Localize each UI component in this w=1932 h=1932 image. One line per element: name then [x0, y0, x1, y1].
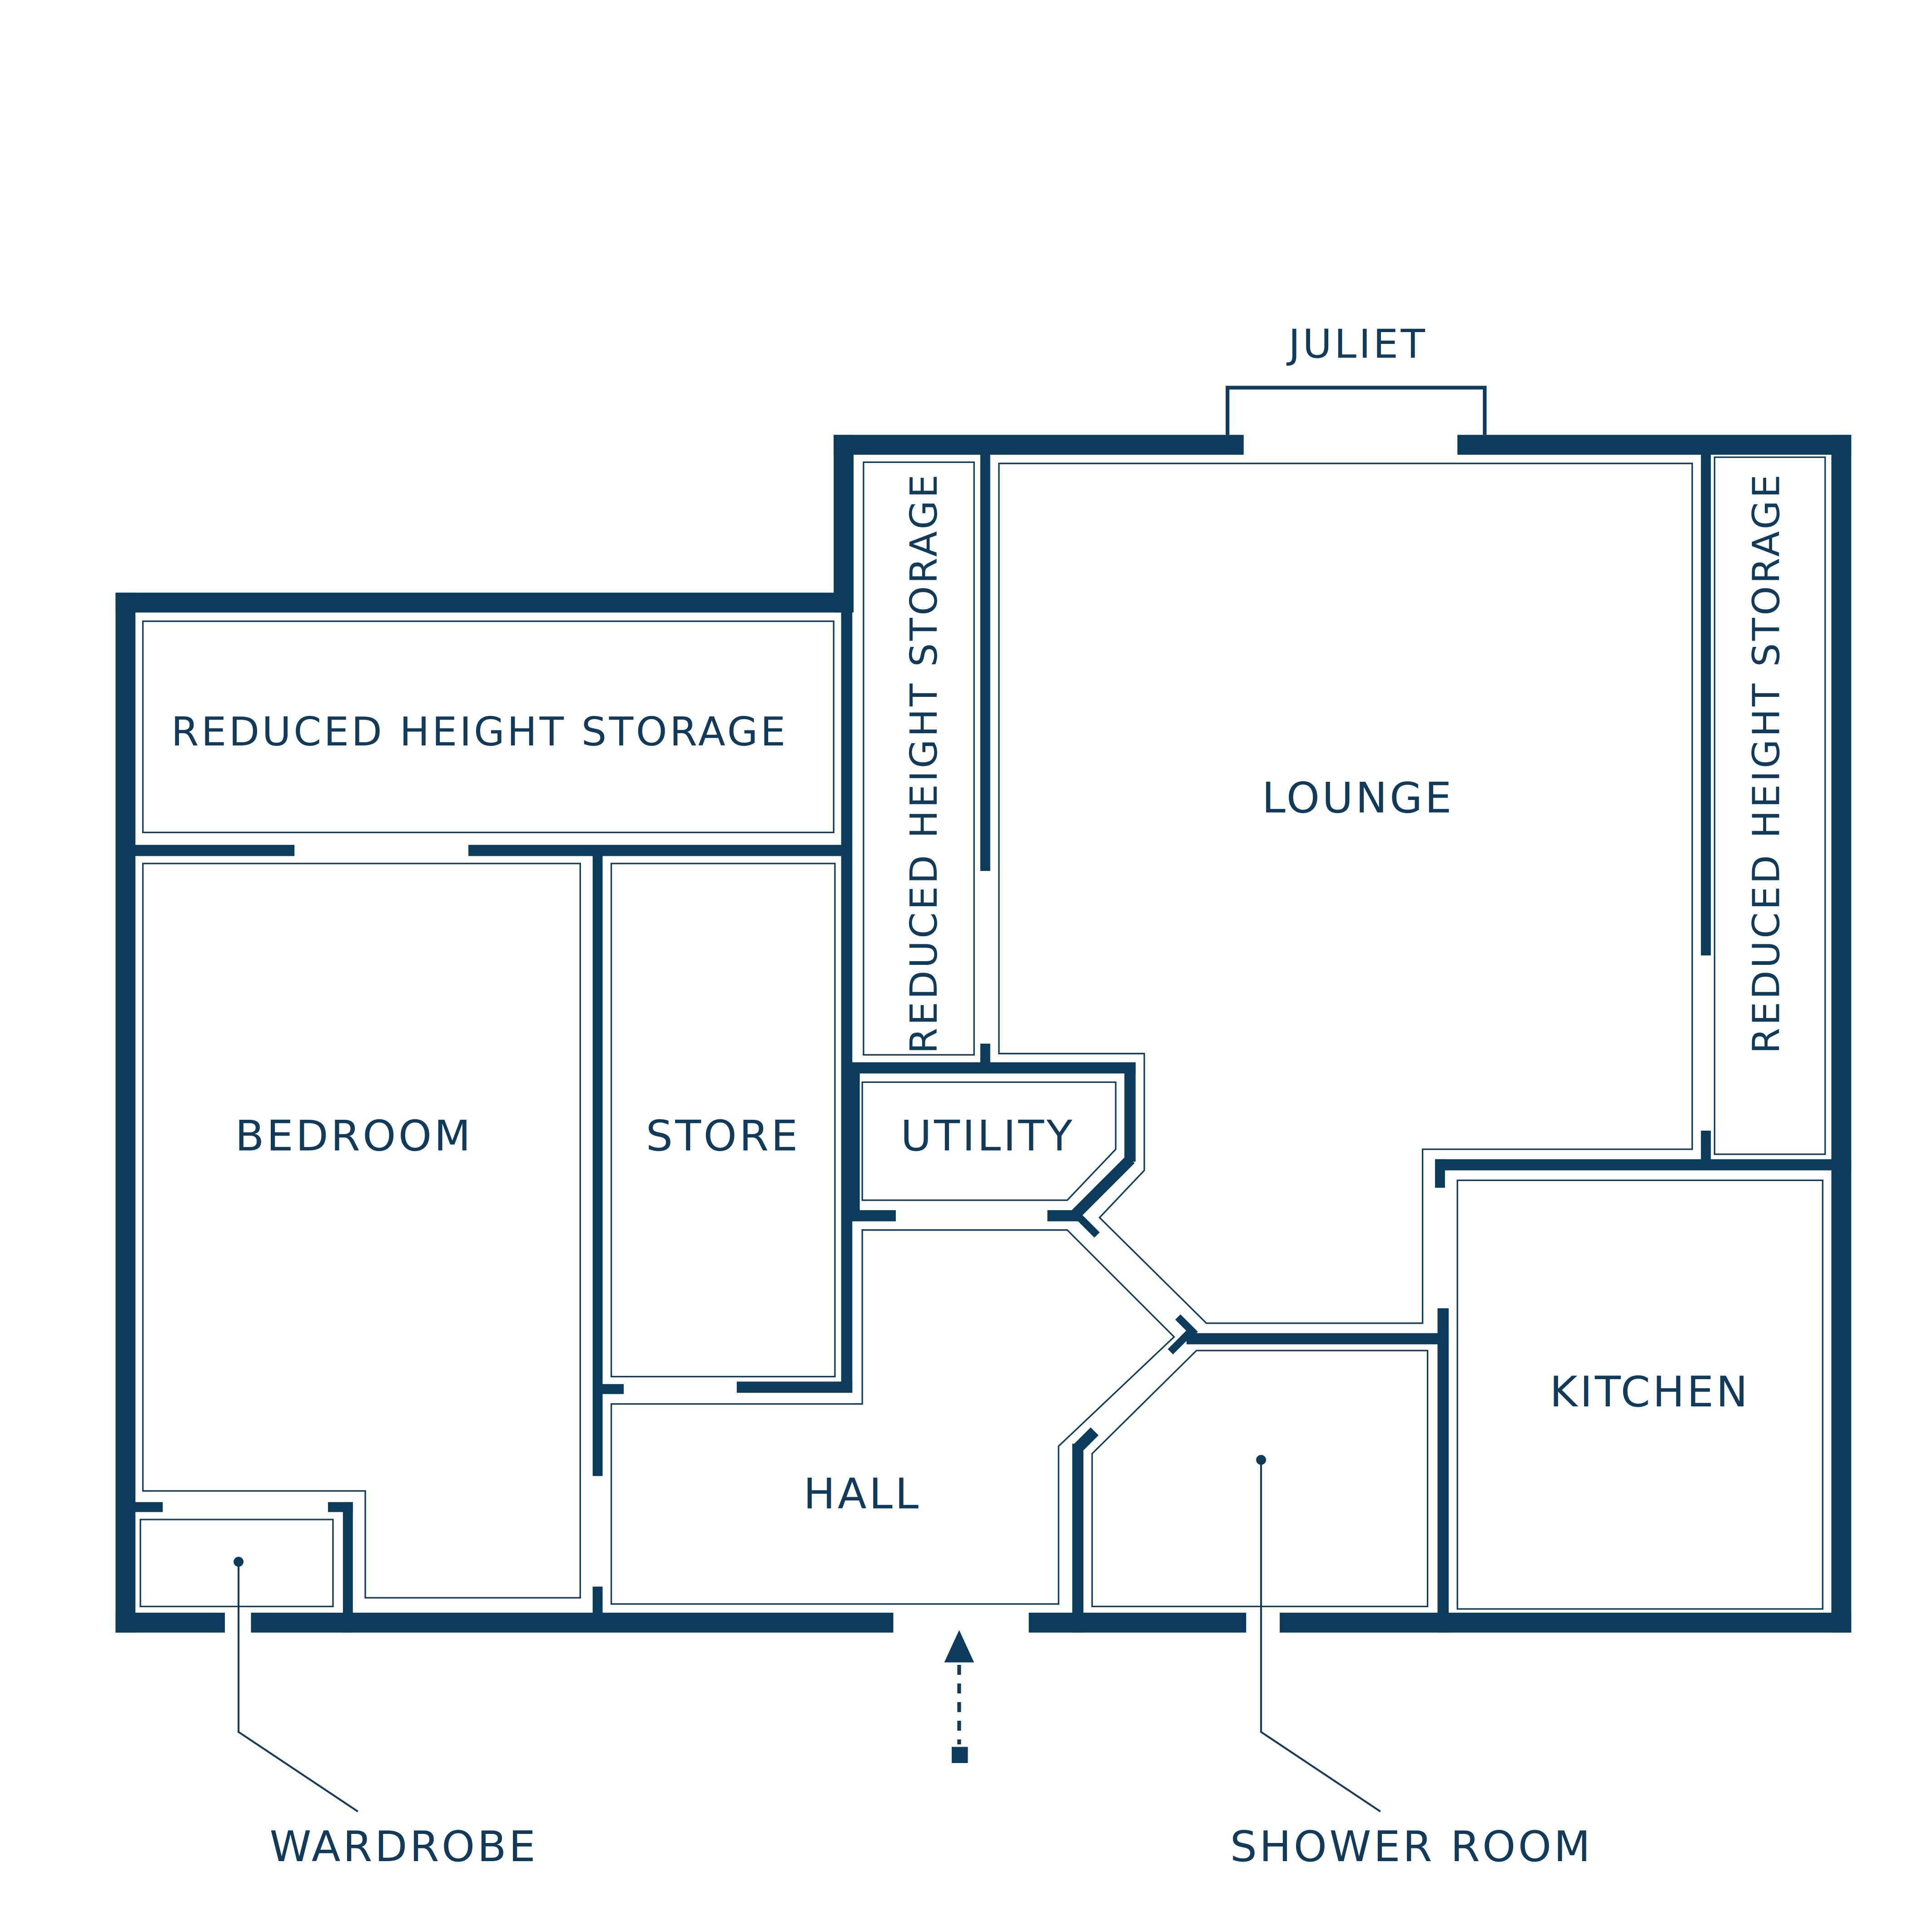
leader-lines: [238, 1460, 1381, 1813]
wall-shower-top: [1186, 1333, 1449, 1345]
storage-right-outline: [1713, 456, 1826, 1155]
label-utility: UTILITY: [901, 1112, 1075, 1161]
wall-utility-bottom-left: [849, 1210, 896, 1222]
wall-lounge-kitchen: [1435, 1159, 1852, 1171]
wall-exterior-top-mid: [834, 435, 1244, 455]
wall-lounge-kitchen-stub: [1435, 1159, 1445, 1188]
wall-storage-lounge-stub: [980, 1043, 990, 1066]
wall-exterior-bottom-1: [115, 1613, 225, 1633]
door-jamb-utility: [1073, 1211, 1100, 1238]
wall-utility-left: [849, 1062, 860, 1222]
wall-shower-kitchen: [1437, 1308, 1449, 1633]
storage-top-outline: [142, 620, 834, 834]
label-kitchen: KITCHEN: [1550, 1367, 1750, 1416]
wall-wardrobe-top-left: [133, 1502, 163, 1512]
storage-mid-outline: [863, 461, 975, 1056]
wall-exterior-right: [1831, 435, 1852, 1633]
wall-utility-bottom-right: [1047, 1210, 1079, 1222]
wardrobe-outline: [139, 1519, 334, 1608]
door-jamb-lounge: [1175, 1314, 1198, 1337]
shower-room-leader: [1260, 1460, 1381, 1813]
label-store: STORE: [646, 1112, 800, 1161]
label-shower-room: SHOWER ROOM: [1230, 1822, 1593, 1871]
wall-exterior-bottom-3: [1028, 1613, 1247, 1633]
wall-exterior-bottom-2: [251, 1613, 894, 1633]
label-storage-right: REDUCED HEIGHT STORAGE: [1745, 472, 1788, 1054]
wall-utility-top: [849, 1062, 1136, 1074]
entrance-arrow-tail: [952, 1747, 968, 1763]
wall-bedroom-store: [592, 851, 603, 1476]
utility-outline: [861, 1081, 1117, 1201]
wall-shower-diagonal: [1073, 1427, 1099, 1453]
label-wardrobe: WARDROBE: [270, 1822, 538, 1871]
label-lounge: LOUNGE: [1262, 774, 1454, 823]
wardrobe-leader-dot: [233, 1557, 244, 1567]
wall-store-bottom-right: [736, 1381, 853, 1393]
wall-exterior-step: [834, 435, 854, 613]
shower-room-outline: [1091, 1350, 1429, 1608]
bedroom-outline: [142, 863, 581, 1599]
label-storage-mid: REDUCED HEIGHT STORAGE: [903, 472, 946, 1054]
wall-lounge-storage-right: [1701, 455, 1711, 956]
label-bedroom: BEDROOM: [235, 1112, 473, 1161]
entrance-arrow-head: [944, 1630, 974, 1663]
label-hall: HALL: [804, 1469, 921, 1518]
wall-storage-lounge-upper: [980, 455, 990, 871]
wall-exterior-left: [115, 592, 136, 1633]
wall-storage-bedroom-left: [133, 844, 295, 856]
wall-exterior-bottom-4: [1280, 1613, 1852, 1633]
wall-lounge-storage-stub: [1701, 1130, 1711, 1166]
wall-utility-right: [1124, 1062, 1136, 1162]
kitchen-outline: [1456, 1179, 1823, 1610]
inner-wall-outlines: [139, 386, 1826, 1610]
lounge-outline: [998, 462, 1693, 1324]
wall-exterior-top-right: [1457, 435, 1852, 455]
walls: [115, 435, 1852, 1633]
juliet-balcony: [1226, 386, 1487, 435]
wall-wardrobe-right: [343, 1502, 353, 1633]
wall-exterior-top-left: [115, 592, 851, 613]
wall-bedroom-hall-stub: [592, 1586, 603, 1619]
wardrobe-leader: [238, 1561, 358, 1813]
store-outline: [611, 863, 836, 1378]
wall-store-right: [841, 607, 853, 1392]
room-labels: JULIET REDUCED HEIGHT STORAGE REDUCED HE…: [171, 321, 1788, 1871]
wall-store-bottom-left: [596, 1384, 624, 1394]
label-juliet: JULIET: [1286, 321, 1427, 368]
shower-room-leader-dot: [1256, 1455, 1266, 1465]
diagonal-walls: [1072, 1155, 1198, 1453]
label-storage-top: REDUCED HEIGHT STORAGE: [171, 709, 788, 755]
wall-utility-diagonal: [1072, 1155, 1135, 1218]
entrance-arrow-icon: [233, 1455, 1266, 1763]
wall-shower-left: [1072, 1444, 1083, 1633]
wall-storage-bedroom-right: [468, 844, 851, 856]
door-jamb-shower: [1167, 1330, 1192, 1355]
hall-outline: [611, 1229, 1175, 1605]
